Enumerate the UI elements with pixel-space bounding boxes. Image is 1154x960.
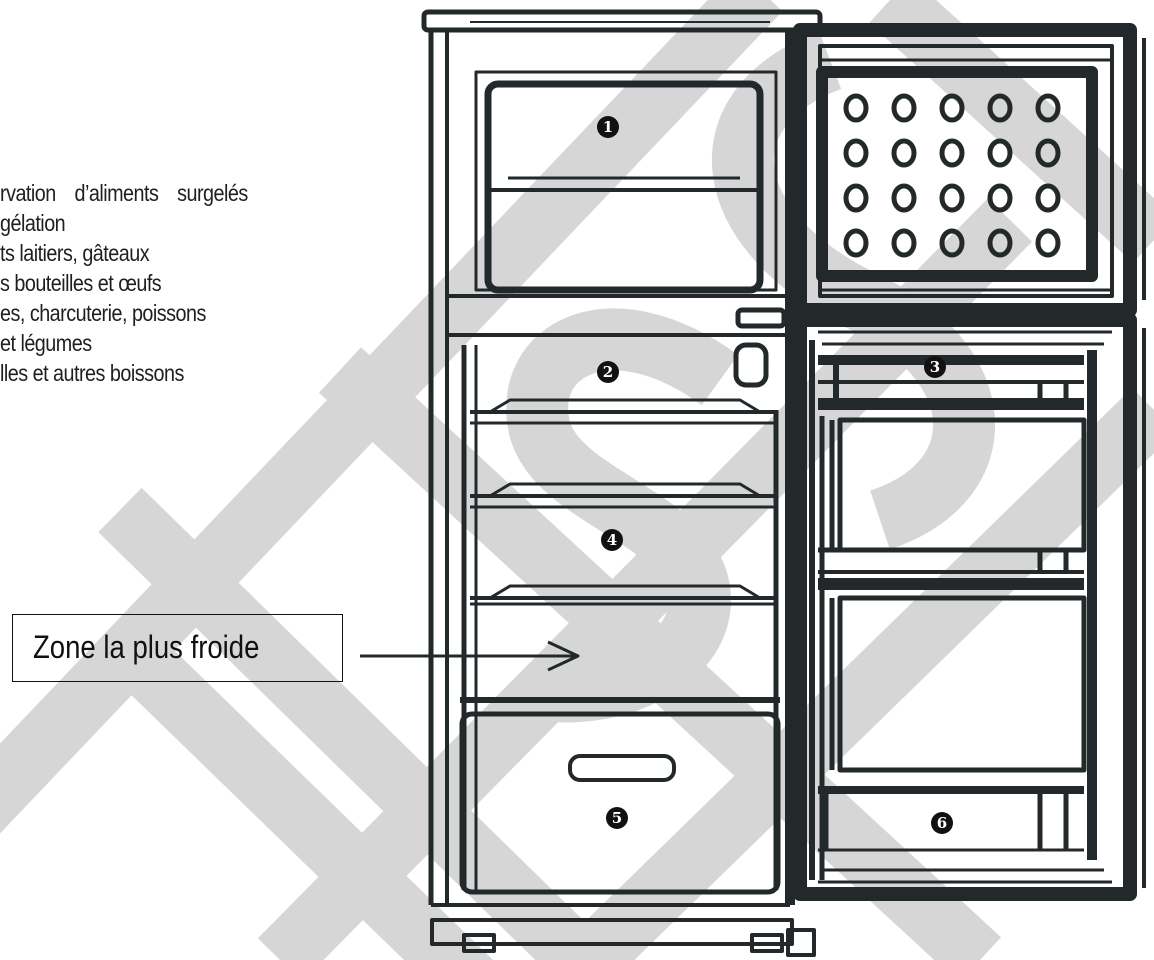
legend-line-2: gélation — [0, 210, 66, 236]
zone-marker-5: 5 — [606, 807, 628, 829]
freezer-door — [793, 23, 1146, 317]
watermark-stroke — [712, 31, 995, 550]
zone-marker-4: 4 — [601, 529, 623, 551]
egg-tray — [843, 93, 1061, 258]
arrow-right-icon — [360, 640, 580, 672]
zone-marker-1: 1 — [597, 116, 619, 138]
drawer-handle — [568, 754, 676, 782]
watermark-stroke — [98, 487, 622, 960]
foot-right — [750, 933, 784, 953]
thermostat — [735, 307, 787, 329]
fridge-shelves — [460, 398, 780, 716]
foot-left — [462, 933, 496, 953]
zone-marker-3: 3 — [924, 356, 946, 378]
freezer-compartment — [474, 70, 778, 292]
legend-line-5: es, charcuterie, poissons — [0, 300, 206, 326]
light-housing — [733, 342, 769, 388]
watermark-stroke — [128, 647, 494, 960]
callout-label: Zone la plus froide — [33, 629, 260, 665]
legend-line-6: et légumes — [0, 330, 92, 356]
zone-marker-2: 2 — [597, 361, 619, 383]
watermark-stroke — [568, 387, 1154, 960]
legend-line-7: lles et autres boissons — [0, 360, 184, 386]
base-plinth — [430, 918, 794, 946]
legend-line-4: s bouteilles et œufs — [0, 270, 162, 296]
crisper-drawer — [459, 711, 781, 895]
watermark-stroke — [506, 308, 739, 723]
top-lid — [421, 9, 823, 33]
fridge-door — [793, 313, 1146, 901]
legend-line-3: ts laitiers, gâteaux — [0, 240, 150, 266]
zone-legend: rvation d’aliments surgelés gélation ts … — [0, 178, 380, 388]
zone-marker-6: 6 — [931, 812, 953, 834]
coldest-zone-callout: Zone la plus froide — [12, 614, 343, 682]
legend-line-1: rvation d’aliments surgelés — [0, 180, 248, 206]
